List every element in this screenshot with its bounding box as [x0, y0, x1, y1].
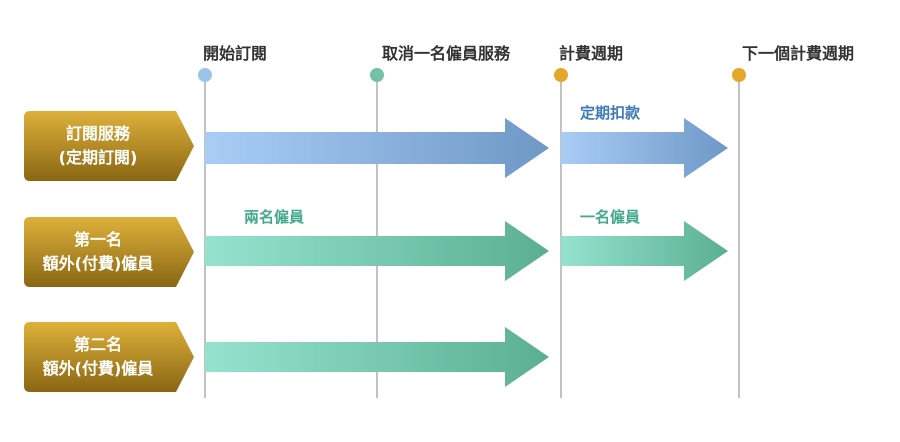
annotation-two-staff: 兩名僱員	[244, 208, 305, 226]
row-label-subscription: 訂閱服務 (定期訂閱)	[24, 111, 172, 181]
row-label-line2: (定期訂閱)	[58, 148, 138, 167]
row-label-staff-2: 第二名 額外(付費)僱員	[24, 322, 172, 392]
badge-shape	[24, 111, 194, 181]
timeline-dot-next-billing	[732, 68, 746, 82]
badge-shape	[24, 217, 194, 287]
row-label-line1: 訂閱服務	[65, 124, 130, 143]
arrow-subscription-period-2	[561, 118, 728, 178]
row-label-line1: 第二名	[73, 335, 122, 354]
badge-shape	[24, 322, 194, 392]
annotation-billing: 定期扣款	[580, 104, 641, 122]
row-badge-staff-2: 第二名 額外(付費)僱員	[24, 322, 194, 392]
header-next-billing-cycle: 下一個計費週期	[741, 44, 855, 63]
row-badge-staff-1: 第一名 額外(付費)僱員	[24, 217, 194, 287]
arrow-subscription-period-1	[205, 118, 549, 178]
timeline-dot-cancel	[370, 68, 384, 82]
arrow-staff1-period-1	[205, 221, 549, 281]
arrow-staff2-period-1	[205, 327, 549, 387]
annotation-one-staff: 一名僱員	[580, 208, 641, 226]
row-label-line2: 額外(付費)僱員	[42, 359, 154, 378]
header-start-subscription: 開始訂閱	[202, 44, 268, 63]
row-label-line2: 額外(付費)僱員	[42, 254, 154, 273]
header-billing-cycle: 計費週期	[558, 44, 624, 63]
row-label-line1: 第一名	[73, 230, 122, 249]
arrow-staff1-period-2	[561, 221, 728, 281]
row-label-staff-1: 第一名 額外(付費)僱員	[24, 217, 172, 287]
timeline-dot-billing	[554, 68, 568, 82]
row-badge-subscription: 訂閱服務 (定期訂閱)	[24, 111, 194, 181]
header-cancel-staff: 取消一名僱員服務	[381, 44, 511, 63]
timeline-dot-start	[198, 68, 212, 82]
